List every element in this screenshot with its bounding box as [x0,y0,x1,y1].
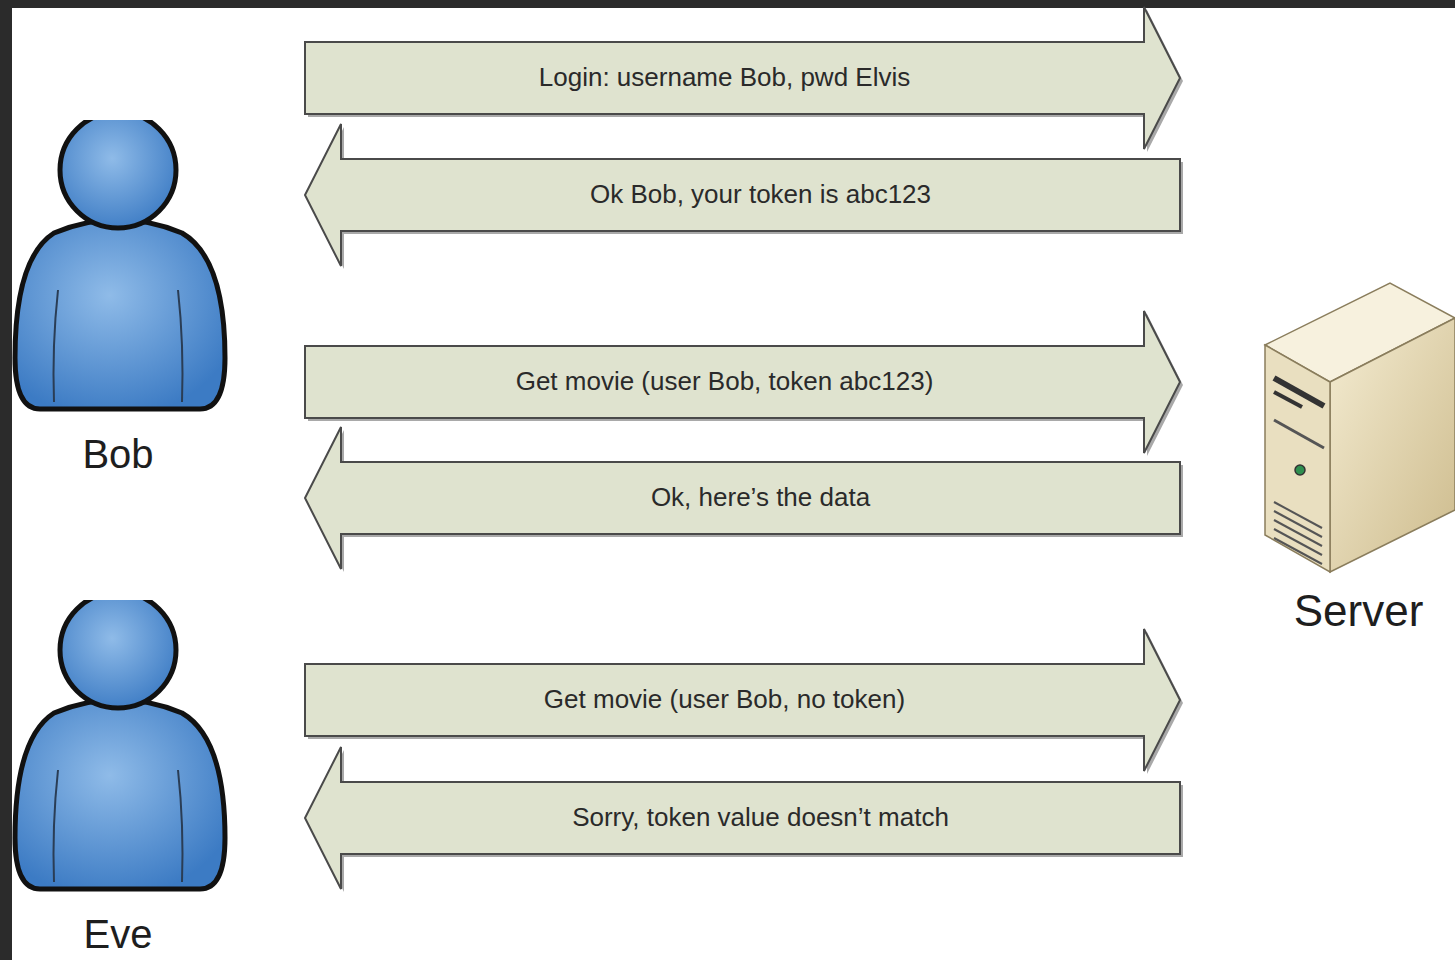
message-arrow [305,629,1180,771]
message-label: Get movie (user Bob, no token) [311,684,1138,714]
message-label: Ok, here’s the data [347,482,1174,512]
vent-line [1274,538,1322,564]
user-node: Eve [12,600,305,960]
server-front [1265,345,1330,572]
message-label: Get movie (user Bob, token abc123) [311,366,1138,396]
person-icon [12,600,230,900]
arm-crease [178,770,183,882]
arm-crease [54,770,59,882]
message-arrow [305,747,1180,889]
server-icon [1262,280,1455,580]
drive-slot [1274,378,1324,406]
message-arrow [305,124,1180,266]
message-arrow [305,311,1180,453]
server-side [1330,318,1455,572]
power-light [1295,465,1305,475]
arm-crease [178,290,183,402]
node-label: Eve [12,912,224,957]
person-icon [12,120,230,420]
user-node: Bob [12,120,305,481]
message-label: Login: username Bob, pwd Elvis [311,62,1138,92]
drive-slot [1274,392,1302,407]
message-label: Sorry, token value doesn’t match [347,802,1174,832]
server-node: Server [1180,280,1455,640]
message-arrow [305,7,1180,149]
drive-slot [1274,420,1324,448]
node-label: Bob [12,432,224,477]
node-label: Server [1262,586,1455,636]
person-body [15,700,225,890]
person-head [60,120,176,228]
arm-crease [54,290,59,402]
person-body [15,220,225,410]
message-arrow [305,427,1180,569]
person-head [60,600,176,708]
message-label: Ok Bob, your token is abc123 [347,179,1174,209]
